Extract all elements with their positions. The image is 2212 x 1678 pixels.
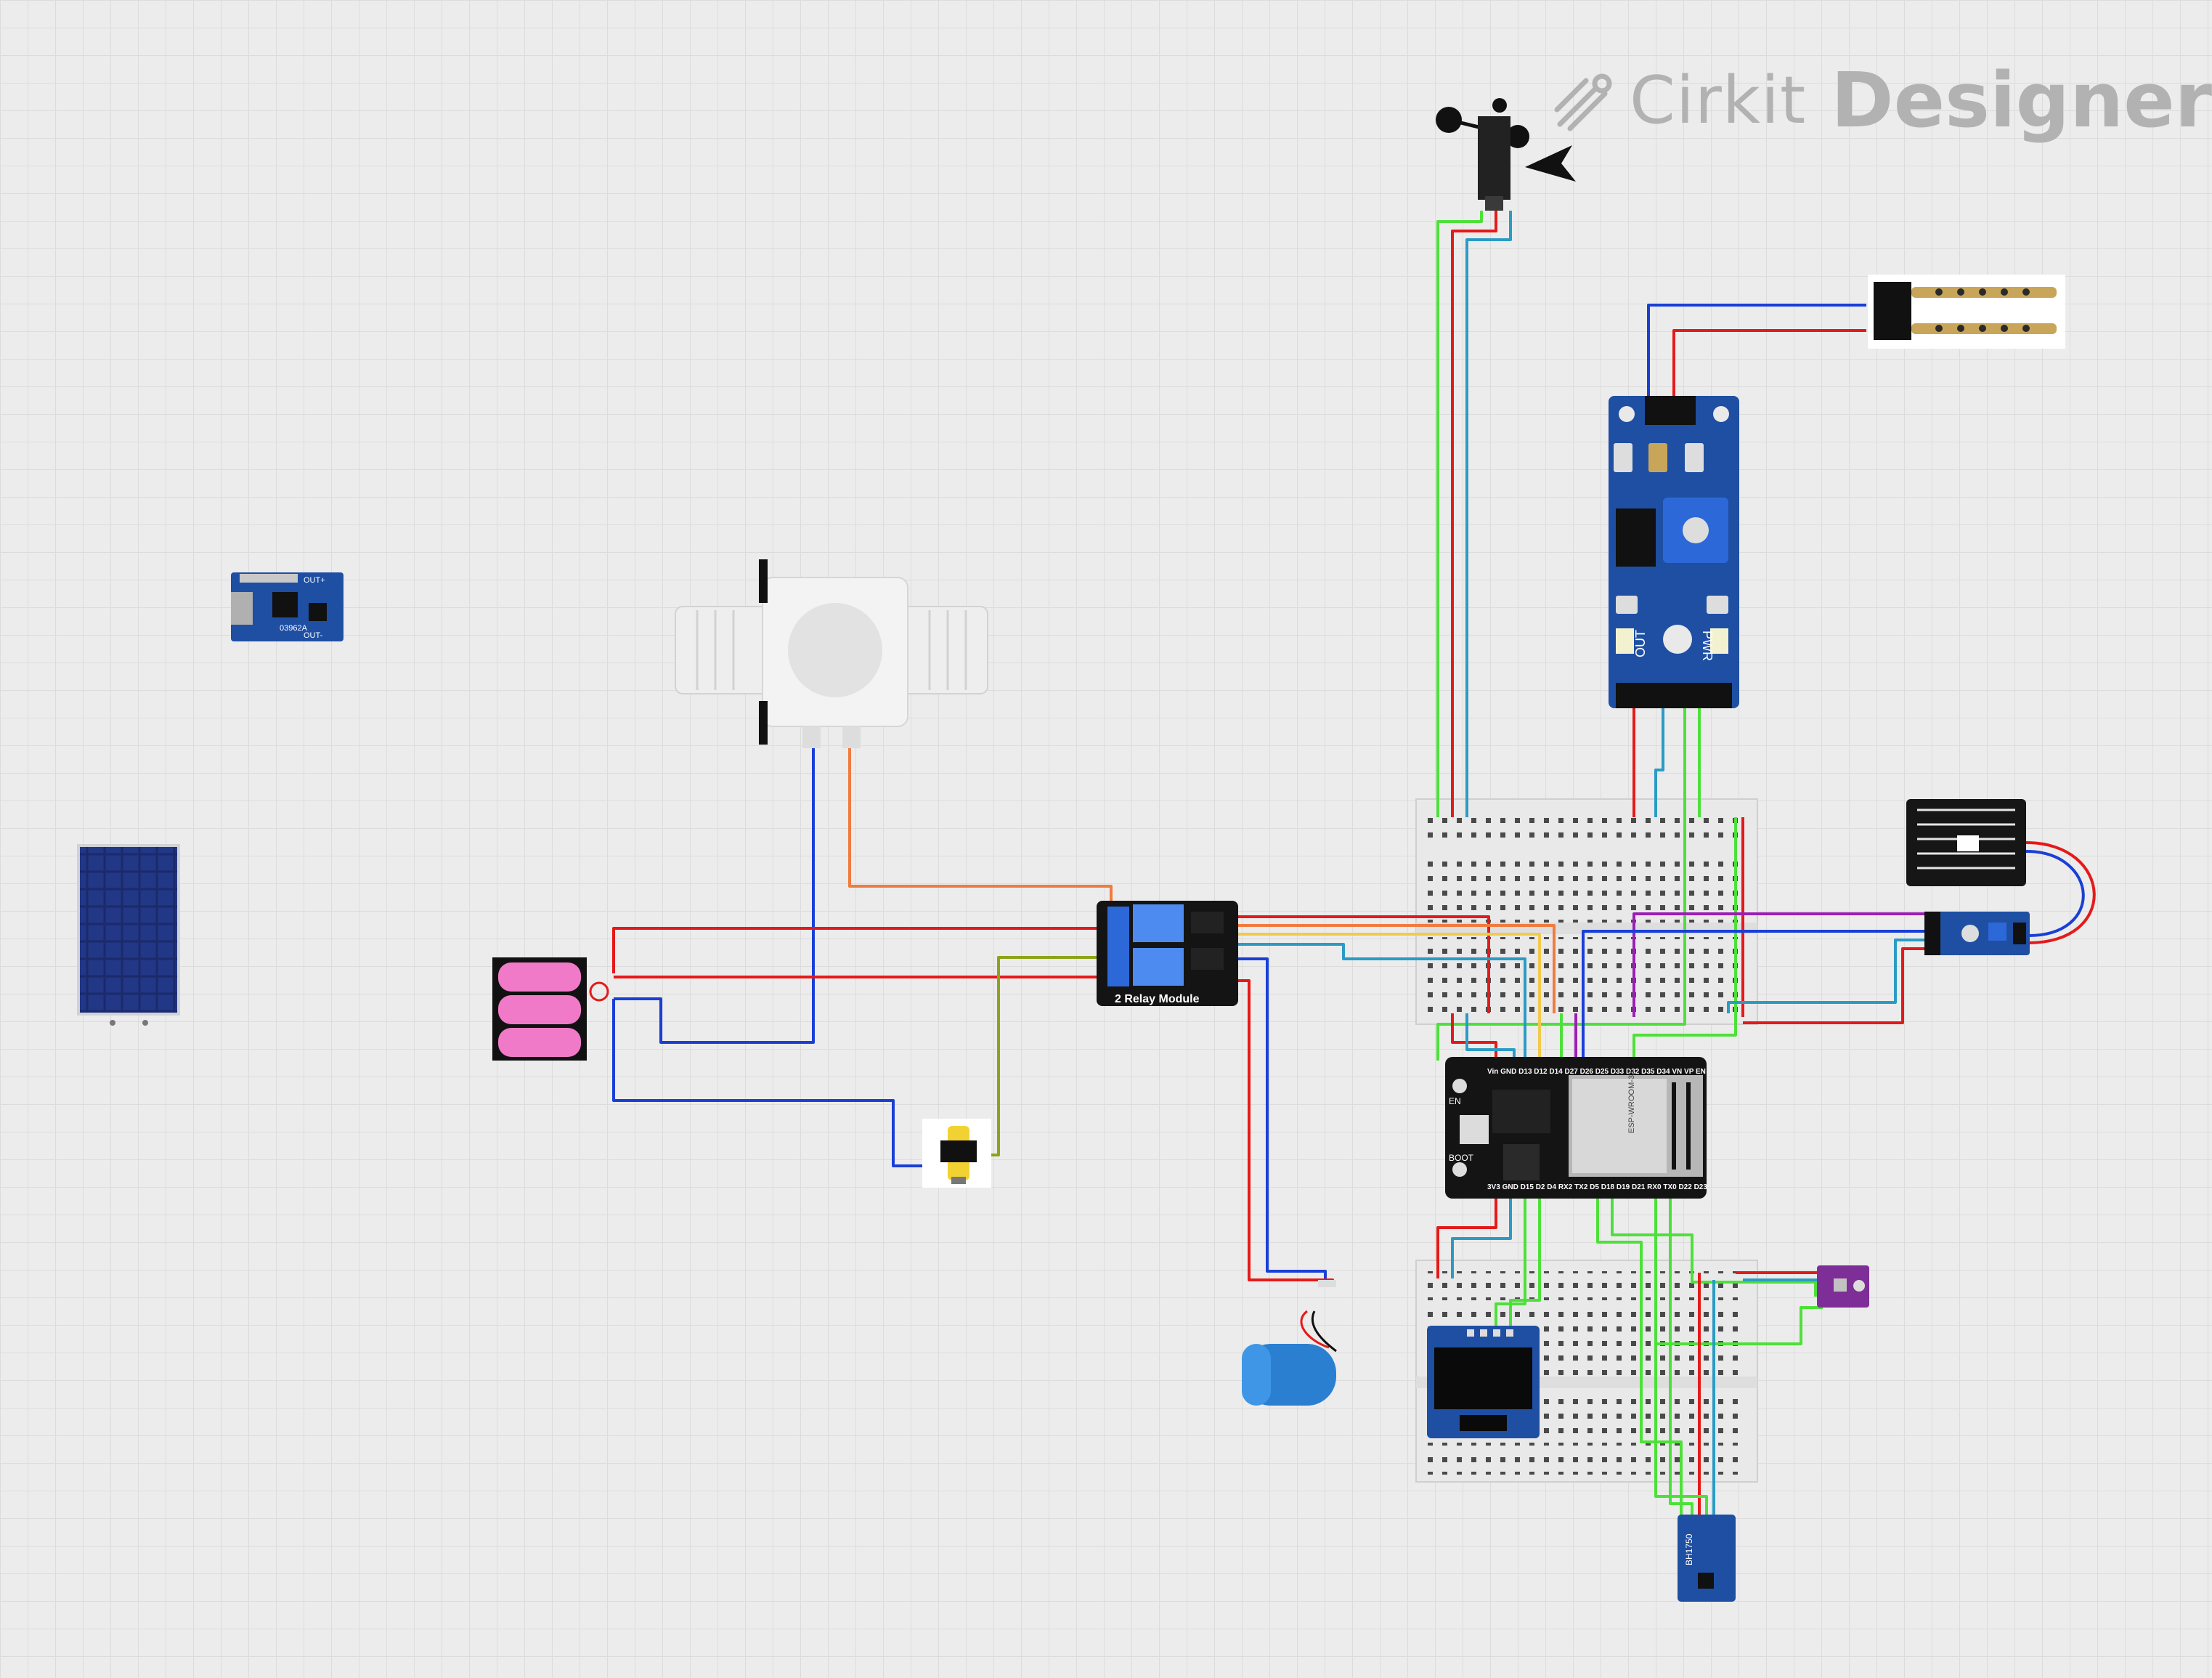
soil-out-label: OUT xyxy=(1633,630,1648,657)
wire-esp-green-bme xyxy=(1654,1191,1823,1345)
breadboard-upper[interactable] xyxy=(1415,798,1758,1025)
wire-pump-olive xyxy=(980,956,1111,1156)
wire-anemometer-red xyxy=(1451,211,1497,817)
wire-relay-red xyxy=(1231,915,1490,1013)
soil-moisture-module[interactable]: OUT PWR xyxy=(1609,396,1739,708)
rain-sensor-plate[interactable] xyxy=(1906,799,2026,886)
wire-relay-teal xyxy=(1231,943,1526,1061)
wire-relay-blue xyxy=(1231,957,1327,1286)
wire-esp-teal-lower xyxy=(1451,1191,1512,1278)
oled-display[interactable] xyxy=(1427,1326,1540,1438)
wire-battery-blue xyxy=(612,999,973,1167)
wire-bb-teal-esp xyxy=(1465,1013,1516,1061)
soil-pwr-label: PWR xyxy=(1700,631,1715,661)
charger-chip-label: 03962A xyxy=(280,624,308,633)
esp32-boot-label: BOOT xyxy=(1449,1153,1474,1163)
wire-right-green xyxy=(1632,817,1737,1061)
li-ion-cell[interactable] xyxy=(1242,1280,1337,1406)
esp32-module-label: ESP-WROOM-32 xyxy=(1627,1071,1636,1133)
esp32-devkit[interactable]: EN BOOT Vin GND D13 D12 D14 D27 D26 D25 … xyxy=(1445,1057,1707,1199)
wire-bh-green2 xyxy=(1654,1308,1708,1518)
app-logo: Cirkit Designer xyxy=(1554,56,2212,145)
esp32-bottom-pins: 3V3 GND D15 D2 D4 RX2 TX2 D5 D18 D19 D21… xyxy=(1487,1183,1707,1191)
wire-relay-red2 xyxy=(1231,979,1334,1286)
water-pump[interactable] xyxy=(922,1119,991,1188)
wire-esp-green-lower2 xyxy=(1509,1191,1541,1329)
wire-soil-teal xyxy=(1654,701,1664,817)
wire-esp-green-scl xyxy=(1611,1191,1817,1297)
product-name: Designer xyxy=(1831,56,2212,145)
wire-probe-red xyxy=(1672,329,1866,407)
wire-battery-red1 xyxy=(612,927,1111,973)
battery-pack[interactable] xyxy=(492,957,609,1061)
relay-module[interactable]: 2 Relay Module xyxy=(1097,901,1238,1006)
wire-esp-green-bh xyxy=(1669,1191,1693,1518)
anemometer-cup-top xyxy=(1492,98,1507,113)
wire-rain-teal xyxy=(1727,939,1924,1013)
wire-anemometer-green xyxy=(1436,211,1483,817)
wire-rain-blue xyxy=(2025,850,2085,938)
esp32-en-label: EN xyxy=(1449,1096,1461,1106)
brand-name: Cirkit xyxy=(1630,62,1807,139)
soil-module-hole xyxy=(1663,625,1692,654)
wire-probe-blue xyxy=(1647,304,1866,407)
wire-esp-green-sda xyxy=(1596,1191,1683,1518)
wire-rain-purple xyxy=(1632,912,1924,1017)
wire-rain-blue2 xyxy=(1582,930,1924,1061)
cirkit-logo-icon xyxy=(1554,73,1612,131)
wire-relay-yellow xyxy=(1231,933,1541,1013)
wires xyxy=(612,211,2096,1518)
soil-moisture-probe[interactable] xyxy=(1868,275,2065,349)
solar-panel[interactable] xyxy=(77,844,180,1026)
wire-bb-red-esp xyxy=(1451,1013,1497,1061)
wire-valve-orange xyxy=(848,745,1113,904)
solenoid-valve[interactable] xyxy=(675,559,988,748)
wire-rain-red xyxy=(2025,841,2096,945)
wire-rain-red2 xyxy=(1743,947,1924,1024)
bh1750-sensor[interactable]: BH1750 xyxy=(1678,1515,1736,1602)
charger-out-minus: OUT- xyxy=(304,631,323,640)
esp32-top-pins: Vin GND D13 D12 D14 D27 D26 D25 D33 D32 … xyxy=(1487,1068,1706,1076)
tp4056-charger[interactable]: OUT+ OUT- 03962A xyxy=(231,572,343,641)
wire-soil-green1 xyxy=(1436,701,1686,1061)
anemometer-vane xyxy=(1525,145,1576,182)
wire-valve-blue xyxy=(614,745,815,1044)
bh1750-label: BH1750 xyxy=(1684,1533,1694,1565)
wire-relay-orange xyxy=(1231,924,1556,1013)
rain-sensor-module[interactable] xyxy=(1924,912,2030,955)
charger-out-plus: OUT+ xyxy=(304,576,325,585)
anemometer[interactable] xyxy=(1436,98,1576,211)
bme280-sensor[interactable] xyxy=(1817,1265,1869,1308)
wire-esp-red-lower xyxy=(1436,1191,1497,1278)
anemometer-body xyxy=(1478,116,1510,200)
relay-label: 2 Relay Module xyxy=(1115,993,1200,1005)
wire-anemometer-teal xyxy=(1465,211,1512,817)
